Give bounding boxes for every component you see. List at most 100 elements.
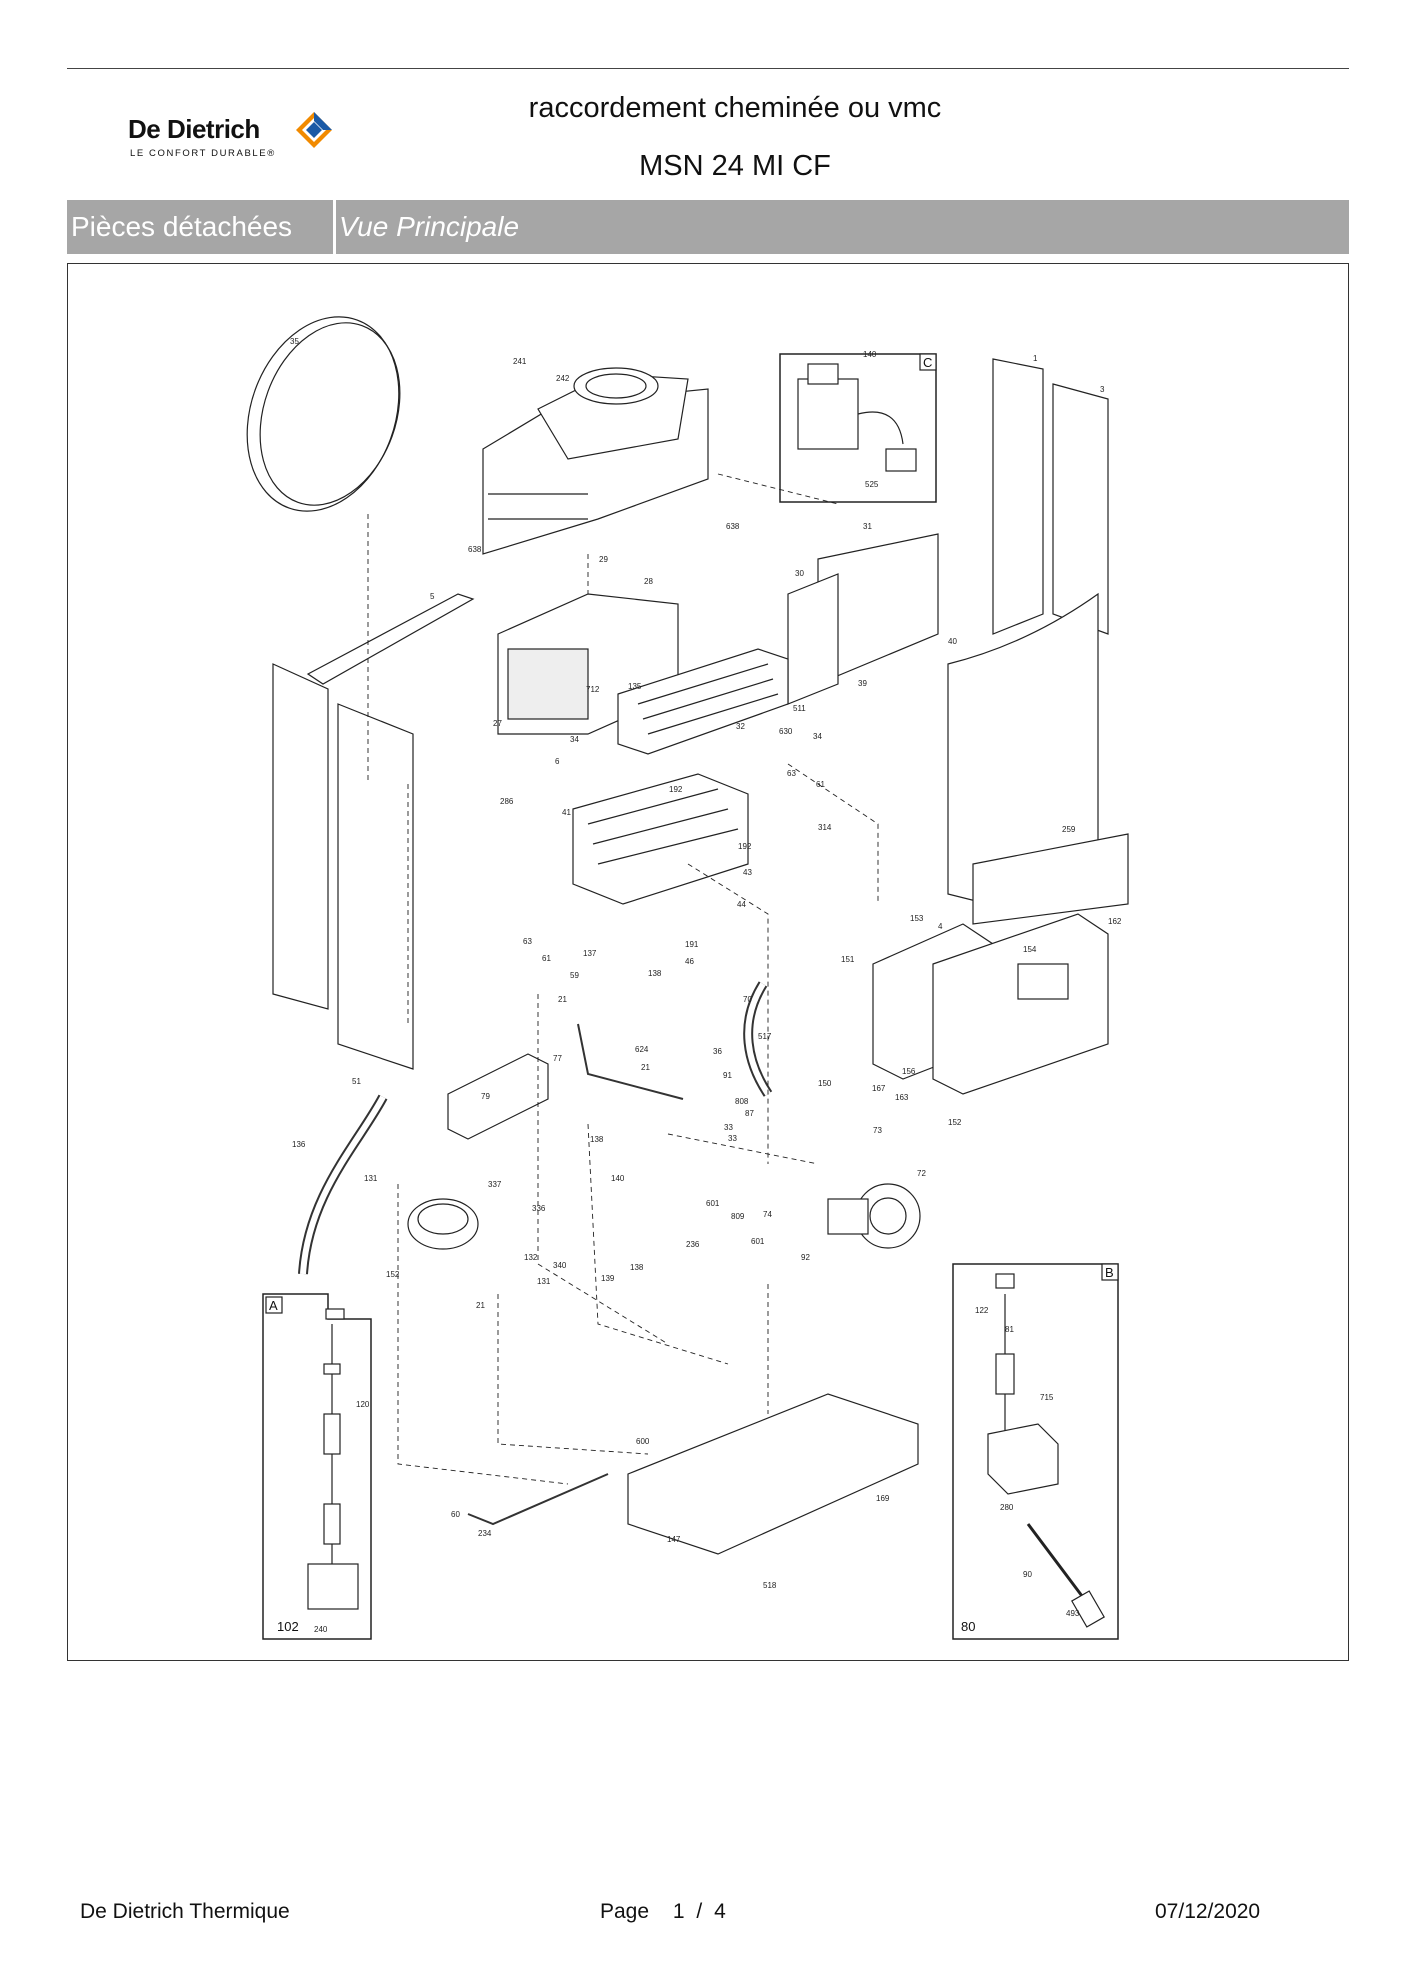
footer-date: 07/12/2020 — [1155, 1900, 1261, 1923]
part-number-label: 63 — [523, 937, 532, 946]
part-number-label: 601 — [706, 1199, 720, 1208]
part-number-label: 27 — [493, 719, 502, 728]
part-number-label: 600 — [636, 1437, 650, 1446]
part-number-label: 150 — [818, 1079, 832, 1088]
part-number-label: 79 — [481, 1092, 490, 1101]
part-number-label: 525 — [865, 480, 879, 489]
part-number-label: 131 — [364, 1174, 378, 1183]
part-number-label: 120 — [356, 1400, 370, 1409]
part-number-label: 21 — [558, 995, 567, 1004]
part-number-label: 511 — [793, 704, 806, 713]
part-number-label: 601 — [751, 1237, 765, 1246]
expansion-vessel — [246, 316, 401, 512]
page-current: 1 — [672, 1900, 685, 1923]
part-number-label: 5 — [430, 592, 435, 601]
part-number-label: 242 — [556, 374, 570, 383]
part-number-label: 624 — [635, 1045, 649, 1054]
section-separator — [333, 200, 336, 254]
inset-safety-valve: A — [262, 1293, 372, 1640]
smoke-hood — [482, 367, 709, 555]
part-number-label: 280 — [1000, 1503, 1014, 1512]
part-number-label: 39 — [858, 679, 867, 688]
part-number-label: 162 — [1108, 917, 1122, 926]
part-number-label: 138 — [648, 969, 662, 978]
part-number-label: 61 — [816, 780, 825, 789]
inset-label-c: C — [923, 355, 932, 370]
assembly-guide-lines — [367, 473, 879, 1485]
part-number-label: 122 — [975, 1306, 989, 1315]
part-number-label: 80 — [961, 1619, 975, 1634]
exploded-parts-diagram: C — [246, 316, 1129, 1640]
bottom-tray — [627, 1393, 919, 1555]
part-number-label: 60 — [451, 1510, 460, 1519]
part-number-label: 140 — [611, 1174, 625, 1183]
part-number-label: 138 — [590, 1135, 604, 1144]
part-number-label: 139 — [601, 1274, 615, 1283]
section-view: Vue Principale — [339, 211, 520, 242]
part-number-label: 630 — [779, 727, 793, 736]
part-number-label: 236 — [686, 1240, 700, 1249]
casing-side-panels — [992, 358, 1109, 635]
part-number-label: 167 — [872, 1084, 886, 1093]
part-number-label: 30 — [795, 569, 804, 578]
document-title: raccordement cheminée ou vmc — [528, 92, 942, 124]
section-bar: Pièces détachées Vue Principale — [67, 200, 1349, 254]
part-number-label: 152 — [948, 1118, 962, 1127]
part-number-label: 715 — [1040, 1393, 1054, 1402]
part-number-label: 6 — [555, 757, 560, 766]
part-number-label: 137 — [583, 949, 597, 958]
part-number-label: 1 — [1033, 354, 1038, 363]
part-number-label: 36 — [713, 1047, 722, 1056]
part-number-label: 34 — [570, 735, 579, 744]
brand-name: De Dietrich — [128, 114, 260, 144]
part-number-label: 259 — [1062, 825, 1076, 834]
part-number-label: 77 — [553, 1054, 562, 1063]
part-number-label: 638 — [726, 522, 740, 531]
part-number-label: 518 — [763, 1581, 777, 1590]
part-number-label: 3 — [1100, 385, 1105, 394]
brand-logo: De Dietrich LE CONFORT DURABLE® — [128, 110, 358, 170]
part-number-label: 87 — [745, 1109, 754, 1118]
part-number-label: 41 — [562, 808, 571, 817]
heat-exchanger — [617, 648, 789, 755]
part-number-label: 135 — [628, 682, 642, 691]
inset-gas-valve: C — [779, 353, 937, 503]
exploded-view-frame: C — [67, 263, 1349, 1661]
page-total: 4 — [714, 1900, 726, 1923]
part-number-label: 90 — [1023, 1570, 1032, 1579]
left-casing-panels — [272, 593, 475, 1070]
part-number-label: 72 — [917, 1169, 926, 1178]
model-name: MSN 24 MI CF — [639, 150, 831, 182]
part-number-label: 151 — [841, 955, 855, 964]
part-number-label: 138 — [630, 1263, 644, 1272]
part-number-label: 140 — [863, 350, 877, 359]
part-number-label: 136 — [292, 1140, 306, 1149]
part-number-label: 63 — [787, 769, 796, 778]
inset-diverter-valve: B — [952, 1263, 1119, 1640]
footer-company: De Dietrich Thermique — [80, 1900, 290, 1923]
part-number-label: 234 — [478, 1529, 492, 1538]
part-number-label: 153 — [910, 914, 924, 923]
part-number-label: 337 — [488, 1180, 502, 1189]
part-number-label: 156 — [902, 1067, 916, 1076]
part-number-label: 73 — [873, 1126, 882, 1135]
part-number-label: 169 — [876, 1494, 890, 1503]
part-number-label: 51 — [352, 1077, 361, 1086]
part-number-label: 29 — [599, 555, 608, 564]
part-number-label: 33 — [724, 1123, 733, 1132]
part-number-label: 517 — [758, 1032, 772, 1041]
part-number-label: 241 — [513, 357, 527, 366]
part-number-label: 44 — [737, 900, 746, 909]
part-number-label: 191 — [685, 940, 699, 949]
part-number-label: 70 — [743, 995, 752, 1004]
page-label: Page — [600, 1900, 650, 1923]
header-rule — [67, 68, 1349, 69]
part-number-label: 240 — [314, 1625, 328, 1634]
part-number-label: 314 — [818, 823, 832, 832]
section-category: Pièces détachées — [71, 211, 293, 242]
part-number-label: 4 — [938, 922, 943, 931]
part-number-label: 102 — [277, 1619, 299, 1634]
part-number-label: 336 — [532, 1204, 546, 1213]
chassis-back — [787, 533, 939, 705]
